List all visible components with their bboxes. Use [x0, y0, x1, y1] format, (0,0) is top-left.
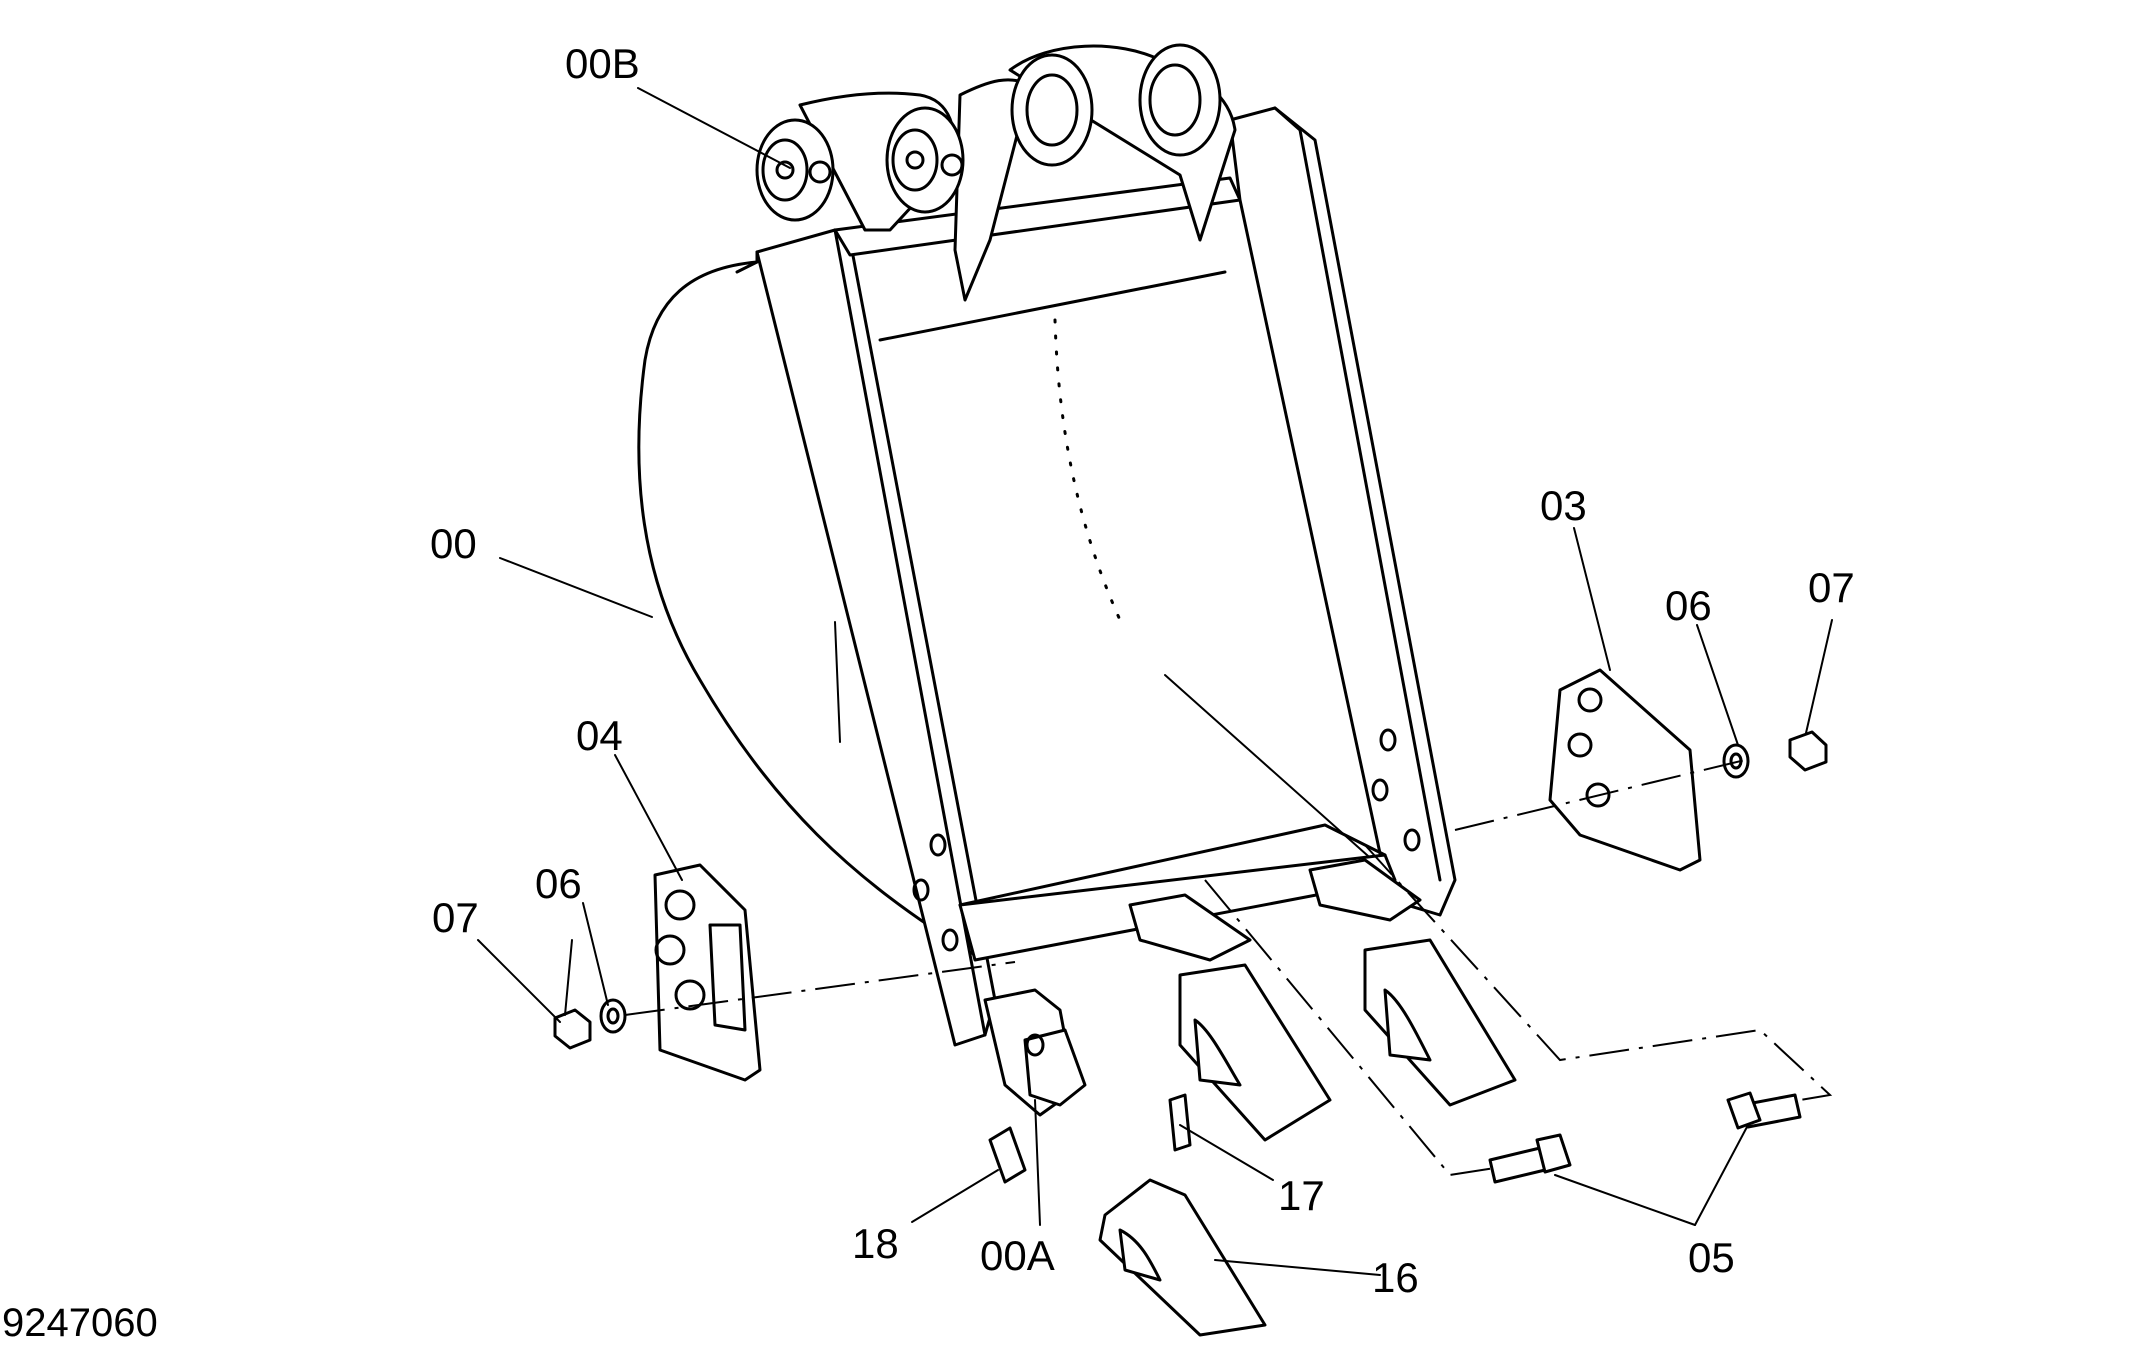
- side-cutter-right: [1548, 668, 1702, 872]
- washer-right: [1722, 743, 1750, 779]
- pin-retainer: [988, 1126, 1027, 1184]
- label-17: 17: [1278, 1172, 1325, 1219]
- label-00: 00: [430, 520, 477, 567]
- tooth-adapters: [983, 858, 1517, 1142]
- leader-lines: [477, 87, 1833, 1276]
- tooth-pin: [1168, 1093, 1192, 1152]
- label-03: 03: [1540, 482, 1587, 529]
- bucket-body: [637, 106, 1457, 1047]
- assembly-lines: [624, 759, 1833, 1177]
- drawing-reference-number: 9247060: [2, 1301, 158, 1345]
- label-06-left: 06: [535, 860, 582, 907]
- label-18: 18: [852, 1220, 899, 1267]
- label-07-left: 07: [432, 894, 479, 941]
- washer-left: [599, 998, 627, 1034]
- label-05: 05: [1688, 1234, 1735, 1281]
- tooth: [1098, 1178, 1267, 1337]
- side-cutter-left: [653, 863, 762, 1082]
- label-07-right: 07: [1808, 564, 1855, 611]
- nut-right: [1788, 730, 1828, 772]
- label-06-right: 06: [1665, 582, 1712, 629]
- label-04: 04: [576, 712, 623, 759]
- nut-left: [553, 1008, 592, 1050]
- label-16: 16: [1372, 1254, 1419, 1301]
- label-00A: 00A: [980, 1232, 1055, 1279]
- label-00B: 00B: [565, 40, 640, 87]
- bolt-2: [1726, 1091, 1802, 1130]
- bolt-1: [1488, 1133, 1572, 1184]
- bucket-pin-bosses: [755, 43, 1237, 302]
